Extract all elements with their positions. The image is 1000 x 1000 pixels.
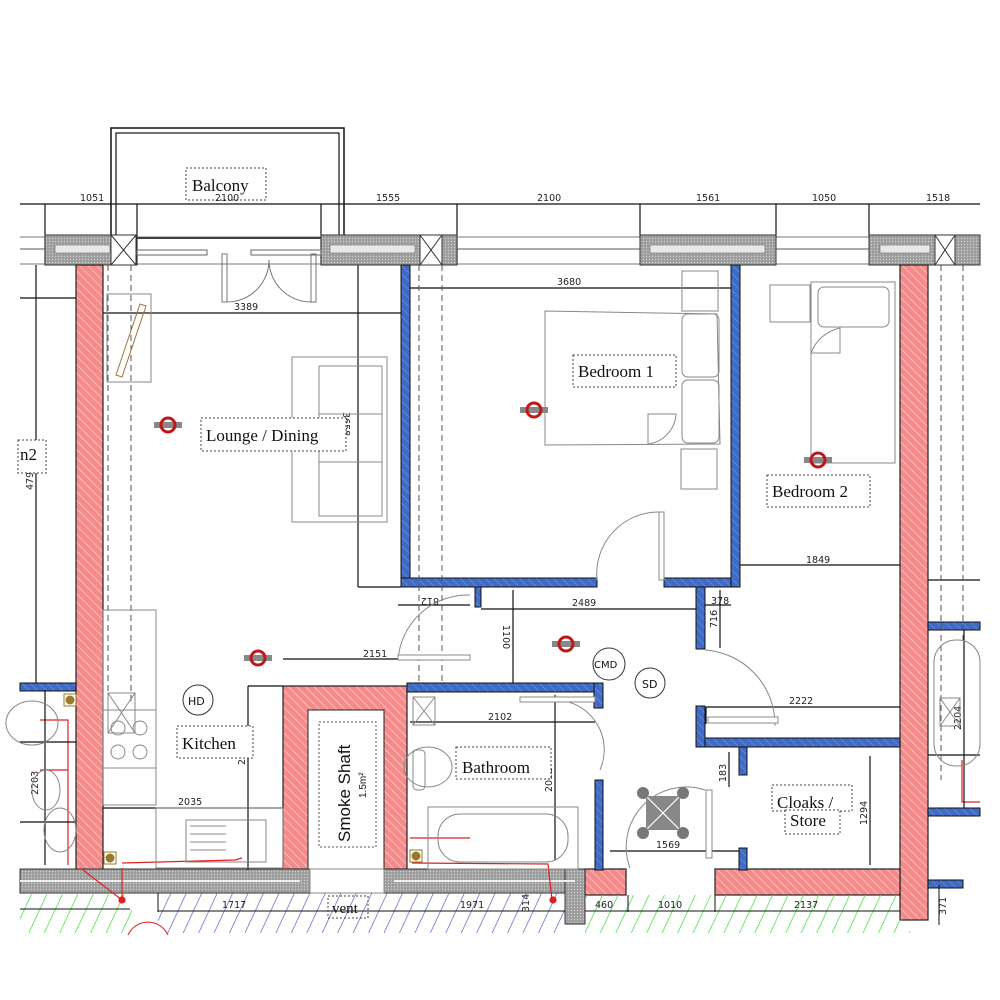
dim-top-1: 1051	[80, 193, 104, 204]
dim-bottom-7: 371	[938, 897, 949, 915]
dim-top-2: 2100	[215, 193, 239, 204]
interior-dimension-lines	[20, 265, 980, 870]
top-dimension-labels: 1051 2100 1555 2100 1561 1050 1518	[80, 193, 950, 204]
dashed-lines	[107, 265, 964, 780]
room-label-lounge: Lounge / Dining	[206, 426, 319, 445]
extractor-fans	[154, 401, 832, 667]
dim-bottom-2: 1971	[460, 900, 484, 911]
fan-icon-lounge	[154, 416, 182, 434]
room-label-smoke-shaft: Smoke Shaft	[335, 744, 354, 842]
dim-left-height: 4792	[25, 466, 36, 490]
dim-cloaks-1294: 1294	[859, 801, 870, 825]
dim-hall-716: 716	[709, 610, 720, 628]
room-label-cloaks: Cloaks /	[777, 793, 833, 812]
dim-bottom-4: 460	[595, 900, 613, 911]
dim-bathroom-2082: 2082	[544, 768, 555, 792]
internal-walls	[19, 264, 981, 889]
partial-symbol	[127, 921, 169, 936]
dim-top-4: 2100	[537, 193, 561, 204]
room-label-bedroom2: Bedroom 2	[772, 482, 848, 501]
dim-kitchen-2035: 2035	[178, 797, 202, 808]
fan-icon-hall	[552, 635, 580, 653]
smoke-shaft-area: 1.5m²	[358, 772, 369, 798]
external-hatch-areas	[20, 893, 910, 933]
dim-hall-1100: 1100	[500, 625, 511, 649]
room-label-adjacent-partial: n2	[20, 445, 37, 464]
dim-top-5: 1561	[696, 193, 720, 204]
dim-bottom-6: 2137	[794, 900, 818, 911]
dim-bedroom2-1849: 1849	[806, 555, 830, 566]
dim-top-7: 1518	[926, 193, 950, 204]
dim-hall-183: 183	[718, 764, 729, 782]
bottom-dimension-labels: 1717 1971 314 460 1010 2137 371 vent	[222, 894, 949, 919]
dim-lounge-width: 3389	[234, 302, 258, 313]
room-label-bathroom: Bathroom	[462, 758, 530, 777]
furniture	[5, 270, 981, 870]
valve-icons	[63, 693, 423, 865]
dim-top-6: 1050	[812, 193, 836, 204]
external-wall-bottom	[19, 868, 586, 925]
fan-icon-kitchen	[244, 649, 272, 667]
door-leaves	[397, 511, 779, 859]
vent-label: vent	[332, 901, 359, 917]
dim-bedroom1-width: 3680	[557, 277, 581, 288]
party-walls	[75, 264, 929, 921]
dim-top-3: 1555	[376, 193, 400, 204]
external-wall-top	[20, 234, 981, 266]
room-label-balcony: Balcony	[192, 176, 249, 195]
dim-cloaks-2222: 2222	[789, 696, 813, 707]
smoke-detector-label: SD	[642, 678, 657, 691]
dim-hall-812: 812	[421, 595, 439, 606]
dim-hall-378: 378	[711, 596, 729, 607]
dim-bathroom-2102: 2102	[488, 712, 512, 723]
cylinder-unit-icon	[637, 787, 689, 839]
pipework	[40, 719, 980, 904]
fan-icon-bedroom1	[520, 401, 548, 419]
dim-hall-1569: 1569	[656, 840, 680, 851]
dim-left-2203: 2203	[30, 771, 41, 795]
room-label-bedroom1: Bedroom 1	[578, 362, 654, 381]
dim-kitchen-2151: 2151	[363, 649, 387, 660]
heat-detector-label: HD	[188, 695, 205, 708]
dim-right-2204: 2204	[953, 706, 964, 730]
balcony: Balcony	[110, 127, 345, 239]
dim-hall-2489: 2489	[572, 598, 596, 609]
room-label-store: Store	[790, 811, 826, 830]
detectors: HD CMD SD	[182, 647, 666, 716]
dim-bottom-3: 314	[521, 894, 532, 912]
fan-icon-bedroom2	[804, 451, 832, 469]
balcony-double-door	[136, 249, 322, 303]
dim-bottom-1: 1717	[222, 900, 246, 911]
dim-bottom-5: 1010	[658, 900, 682, 911]
top-dimensions	[20, 203, 980, 265]
cmd-label: CMD	[594, 660, 618, 671]
room-label-kitchen: Kitchen	[182, 734, 236, 753]
bottom-dimensions	[20, 885, 940, 925]
room-labels: Lounge / Dining Bedroom 1 Bedroom 2 Kitc…	[17, 354, 871, 835]
smoke-shaft: Smoke Shaft 1.5m²	[307, 709, 385, 871]
